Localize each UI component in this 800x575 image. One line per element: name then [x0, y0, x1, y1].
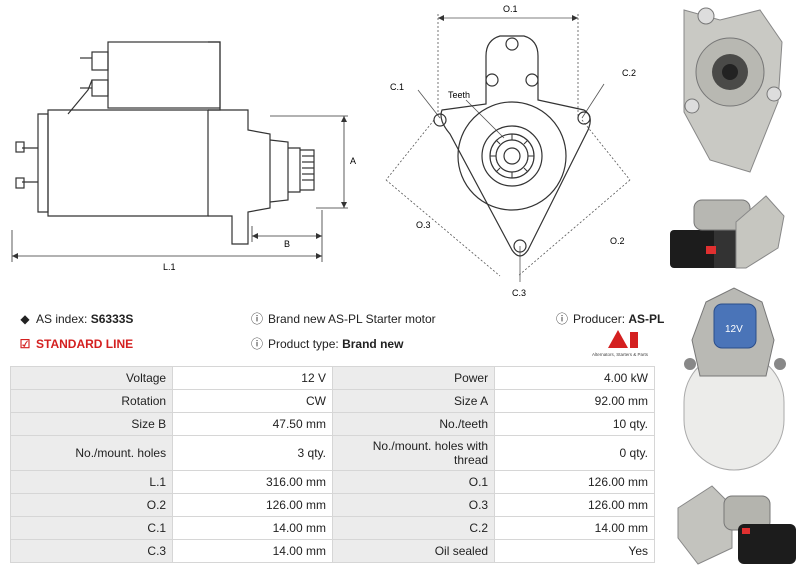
as-index-value: S6333S [90, 312, 134, 326]
description-text: Brand new AS-PL Starter motor [268, 312, 436, 326]
spec-value: 316.00 mm [172, 470, 333, 494]
spec-label: L.1 [9, 470, 174, 494]
spec-label: No./mount. holes with thread [331, 435, 496, 471]
spec-label: O.2 [9, 493, 174, 517]
spec-value: 10 qty. [494, 412, 655, 436]
spec-value: 92.00 mm [494, 389, 655, 413]
spec-label: Power [331, 366, 496, 390]
spec-label: C.3 [9, 539, 174, 563]
spec-label: Voltage [9, 366, 174, 390]
spec-label: No./mount. holes [9, 435, 174, 471]
dim-c2-label: C.2 [622, 68, 636, 78]
dim-a-label: A [350, 156, 356, 166]
product-photo-rear: 12V [670, 280, 800, 476]
dim-c3-label: C.3 [512, 288, 526, 298]
spec-label: Oil sealed [331, 539, 496, 563]
photo-badge-voltage: 12V [725, 324, 743, 335]
spec-label: Size A [331, 389, 496, 413]
spec-value: 14.00 mm [172, 539, 333, 563]
product-type-value: Brand new [342, 337, 404, 351]
description: ⓘ Brand new AS-PL Starter motor [250, 311, 436, 327]
standard-line-label: STANDARD LINE [36, 337, 134, 351]
info-icon: ⓘ [250, 312, 263, 326]
logo-tagline: Alternators, Starters & Parts [592, 352, 649, 357]
dim-o2-label: O.2 [610, 236, 625, 246]
standard-line: ☑ STANDARD LINE [18, 336, 134, 352]
tag-icon: ◆ [20, 312, 30, 326]
spec-value: 0 qty. [494, 435, 655, 471]
teeth-label: Teeth [448, 90, 470, 100]
dim-o3-label: O.3 [416, 220, 431, 230]
spec-value: 3 qty. [172, 435, 333, 471]
spec-value: 12 V [172, 366, 333, 390]
spec-value: 14.00 mm [494, 516, 655, 540]
spec-value: 126.00 mm [172, 493, 333, 517]
spec-value: 14.00 mm [172, 516, 333, 540]
dim-c1-label: C.1 [390, 82, 404, 92]
producer: ⓘ Producer: AS-PL [555, 311, 664, 327]
info-icon: ⓘ [250, 337, 263, 351]
as-index-label: AS index: [36, 312, 88, 326]
spec-label: C.2 [331, 516, 496, 540]
dim-l1-label: L.1 [163, 262, 176, 272]
spec-value: 4.00 kW [494, 366, 655, 390]
as-pl-logo: Alternators, Starters & Parts [590, 328, 656, 358]
spec-label: Rotation [9, 389, 174, 413]
product-type-label: Product type: [268, 337, 339, 351]
side-view-drawing: L.1 B A [11, 41, 356, 272]
product-photo-side [666, 186, 798, 274]
product-photo-front [670, 2, 798, 184]
spec-label: O.3 [331, 493, 496, 517]
producer-label: Producer: [573, 312, 626, 326]
product-type: ⓘ Product type: Brand new [250, 336, 403, 352]
spec-value: 47.50 mm [172, 412, 333, 436]
spec-value: 126.00 mm [494, 493, 655, 517]
producer-value: AS-PL [628, 312, 665, 326]
as-index: ◆ AS index: S6333S [18, 311, 133, 327]
check-icon: ☑ [19, 337, 31, 351]
product-photo-top [668, 478, 800, 570]
spec-label: No./teeth [331, 412, 496, 436]
dim-b-label: B [284, 239, 290, 249]
spec-value: CW [172, 389, 333, 413]
front-view-drawing: O.1 C.1 C.2 O.3 O.2 C.3 Teeth [385, 4, 636, 298]
spec-value: 126.00 mm [494, 470, 655, 494]
spec-label: C.1 [9, 516, 174, 540]
spec-label: Size B [9, 412, 174, 436]
info-icon: ⓘ [555, 312, 568, 326]
spec-label: O.1 [331, 470, 496, 494]
dim-o1-label: O.1 [503, 4, 518, 14]
spec-value: Yes [494, 539, 655, 563]
